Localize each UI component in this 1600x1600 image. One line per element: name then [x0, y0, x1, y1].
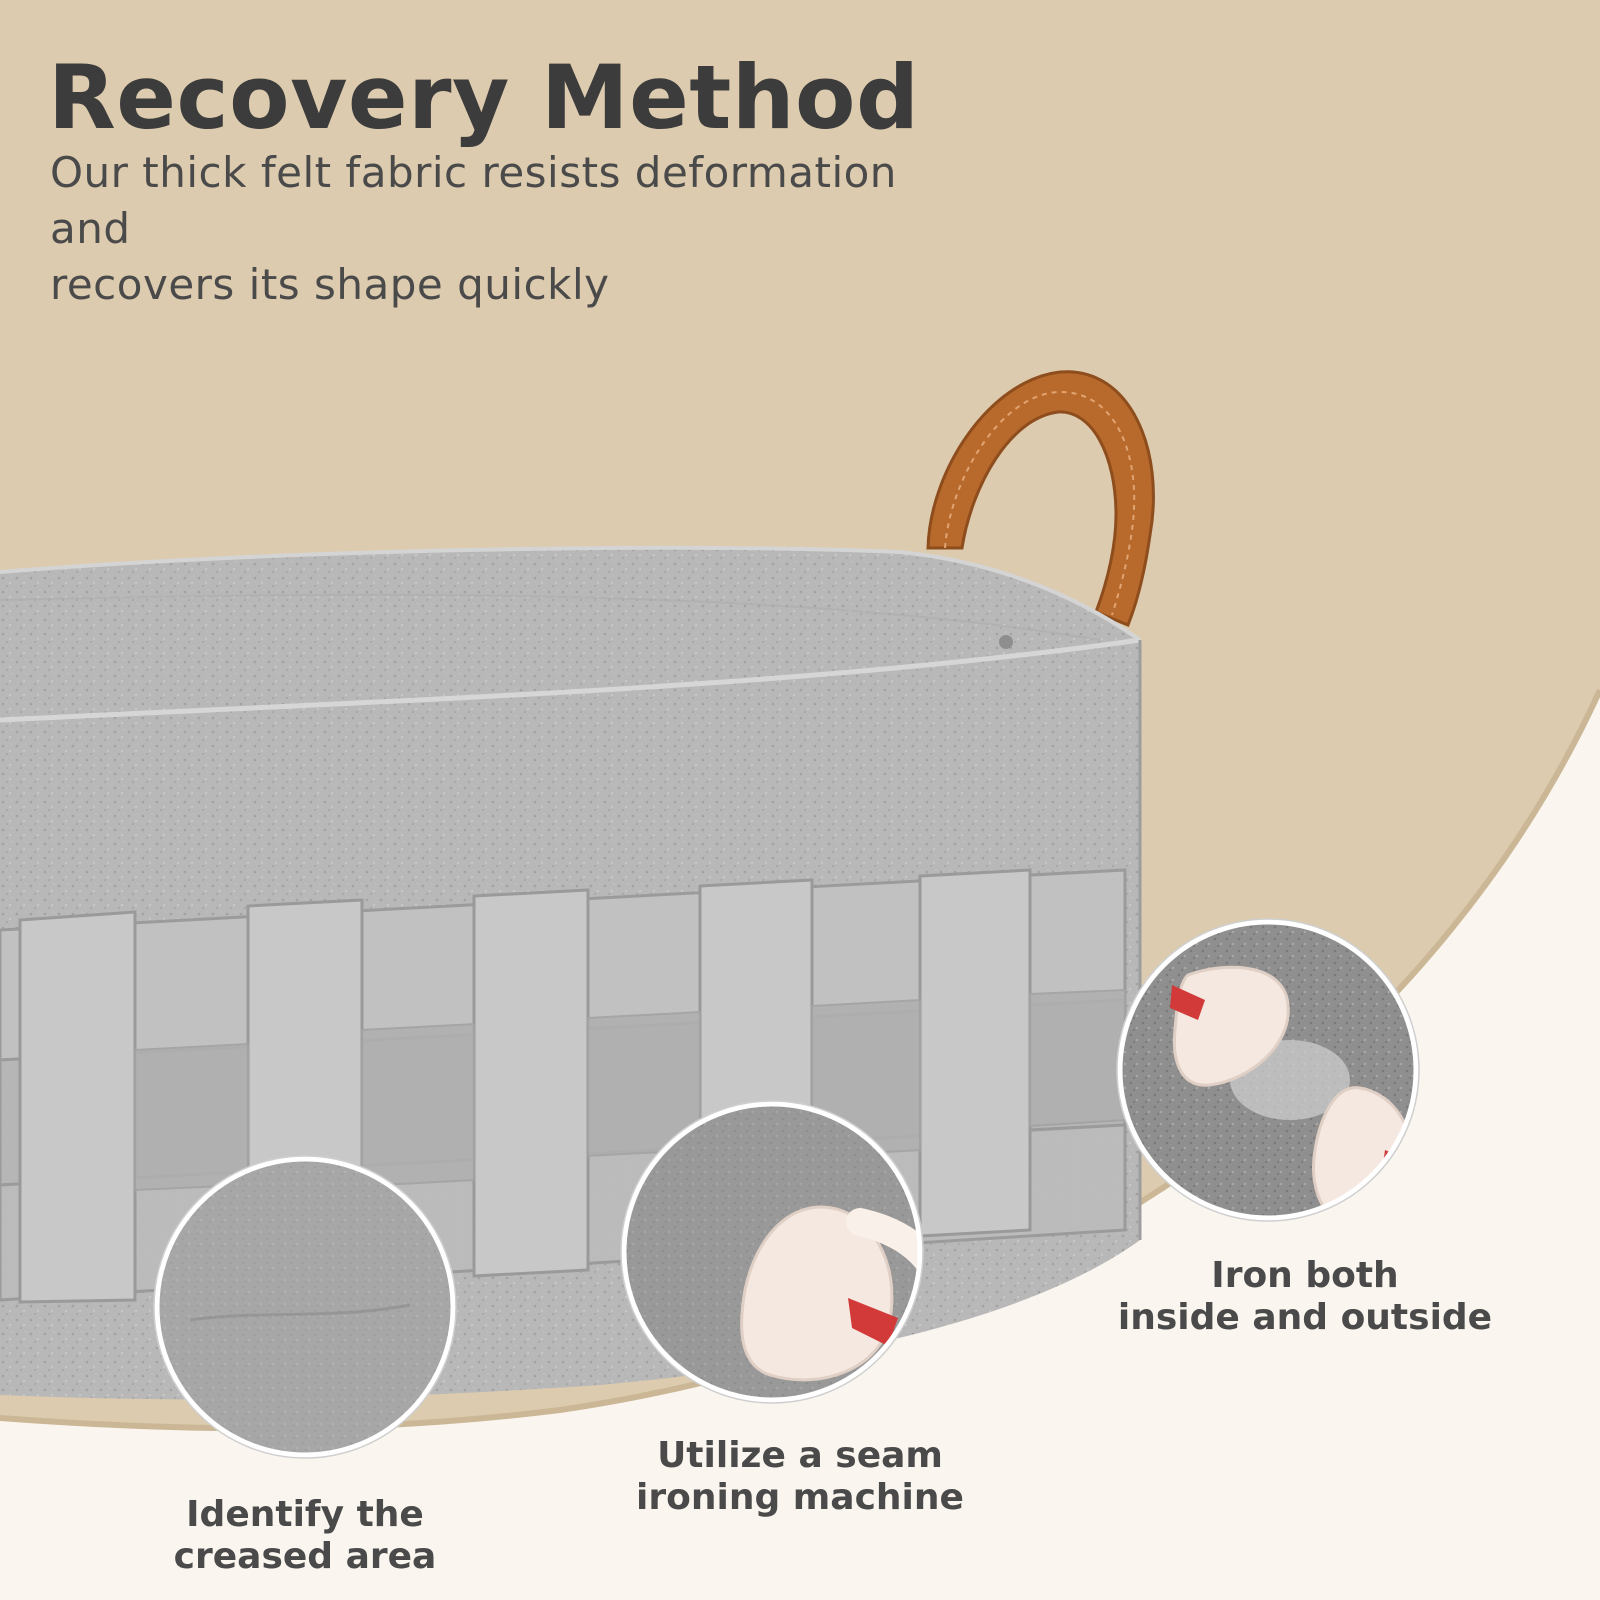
leather-handle — [926, 370, 1155, 627]
subtitle-line-2: recovers its shape quickly — [50, 260, 610, 309]
step-1-line-1: Identify the — [186, 1494, 424, 1535]
step-caption-iron-both: Iron both inside and outside — [1090, 1255, 1520, 1339]
step-2-line-1: Utilize a seam — [657, 1435, 943, 1476]
page-subtitle: Our thick felt fabric resists deformatio… — [50, 145, 970, 313]
step-1-line-2: creased area — [173, 1536, 437, 1577]
step-3-line-1: Iron both — [1211, 1255, 1399, 1296]
seam-iron-icon — [626, 1106, 918, 1398]
page-title: Recovery Method — [48, 46, 920, 149]
two-irons-icon — [1122, 924, 1414, 1216]
step-2-line-2: ironing machine — [636, 1477, 964, 1518]
subtitle-line-1: Our thick felt fabric resists deformatio… — [50, 148, 897, 253]
step-caption-seam-iron: Utilize a seam ironing machine — [600, 1435, 1000, 1519]
felt-closeup-icon — [159, 1161, 451, 1453]
step-3-line-2: inside and outside — [1117, 1297, 1493, 1338]
step-caption-identify: Identify the creased area — [130, 1494, 480, 1578]
